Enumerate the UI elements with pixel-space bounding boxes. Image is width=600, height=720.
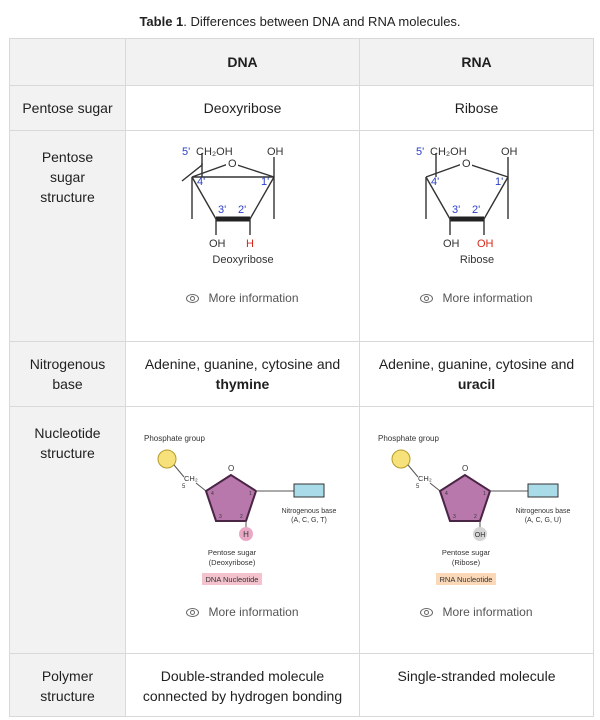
rna-sugar-type: (Ribose) — [452, 558, 481, 567]
dna-ring-oxygen: O — [228, 158, 237, 170]
header-empty-cell — [9, 38, 126, 86]
dna-c3-label: 3' — [218, 204, 226, 216]
dna-nucleotide-tag: DNA Nucleotide — [206, 575, 259, 584]
caption-text: . Differences between DNA and RNA molecu… — [183, 14, 461, 29]
dna-sugar-label: Pentose sugar — [208, 548, 257, 557]
dna-five-label: 5 — [182, 484, 186, 490]
dna-base-letters: (A, C, G, T) — [291, 517, 327, 524]
rna-five-label: 5 — [416, 484, 420, 490]
dna-c2-label: 2' — [238, 204, 246, 216]
rna-c1-label: 1' — [495, 176, 503, 188]
dna-n-c1: 1 — [249, 491, 252, 497]
row-label-sugar-structure: Pentose sugar structure — [40, 149, 95, 205]
rna-n-c3: 3 — [453, 514, 456, 520]
rna-ch2oh-label: CH₂OH — [430, 146, 467, 158]
rna-nucleotide-tag: RNA Nucleotide — [440, 575, 493, 584]
caption-label: Table 1 — [139, 14, 184, 29]
more-info-label: More information — [442, 605, 533, 619]
dna-c5-label: 5' — [182, 146, 190, 158]
rna-nucleotide-more-info[interactable]: More information — [360, 605, 593, 619]
dna-bases: Adenine, guanine, cytosine and thymine — [126, 354, 359, 394]
dna-n-c4: 4 — [211, 491, 214, 497]
rna-phosphate-label: Phosphate group — [378, 434, 439, 443]
table-caption: Table 1. Differences between DNA and RNA… — [0, 14, 600, 29]
rna-bases: Adenine, guanine, cytosine and uracil — [360, 354, 593, 394]
rna-n-c1: 1 — [483, 491, 486, 497]
rna-ch2-label: CH₂ — [418, 474, 432, 483]
header-rna: RNA — [359, 38, 594, 86]
rna-polymer-structure: Single-stranded molecule — [397, 668, 556, 684]
dna-pentose-sugar: Deoxyribose — [203, 100, 282, 116]
rna-bases-text: Adenine, guanine, cytosine and — [378, 356, 575, 372]
rna-nucleotide-diagram: Phosphate group CH₂ 5 O 4 1 3 2 Nitrogen… — [378, 434, 571, 585]
rna-sugar-label: Pentose sugar — [442, 548, 491, 557]
row-nucleotide-structure: Nucleotide structure Phosphate group CH₂… — [9, 406, 594, 654]
dna-nucleotide-diagram: Phosphate group CH₂ 5 O 4 1 3 2 Nitrogen… — [144, 434, 337, 585]
row-label-polymer-structure: Polymer structure — [40, 668, 95, 704]
rna-unique-base: uracil — [457, 376, 496, 392]
rna-ring-oxygen: O — [462, 158, 471, 170]
eye-icon — [186, 294, 200, 304]
rna-c3-label: 3' — [452, 204, 460, 216]
rna-n-c2: 2 — [474, 514, 477, 520]
dna-top-oh: OH — [267, 146, 284, 158]
rna-base-label: Nitrogenous base — [516, 508, 571, 515]
dna-bases-text: Adenine, guanine, cytosine and — [144, 356, 341, 372]
dna-ch2-label: CH₂ — [184, 474, 198, 483]
rna-bottom-oh: OH — [443, 238, 460, 250]
dna-sugar-name: Deoxyribose — [212, 254, 273, 266]
dna-ring-o: O — [228, 464, 234, 473]
dna-sugar-more-info[interactable]: More information — [126, 291, 359, 305]
eye-icon — [186, 608, 200, 618]
rna-c5-label: 5' — [416, 146, 424, 158]
rna-c2-label: 2' — [472, 204, 480, 216]
dna-nucleotide-more-info[interactable]: More information — [126, 605, 359, 619]
row-pentose-sugar: Pentose sugar Deoxyribose Ribose — [9, 85, 594, 131]
rna-c2-group: OH — [477, 238, 494, 250]
dna-c2-group: H — [246, 238, 254, 250]
rna-base-letters: (A, C, G, U) — [525, 517, 562, 524]
row-nitrogenous-base: Nitrogenous base Adenine, guanine, cytos… — [9, 341, 594, 407]
header-dna: DNA — [125, 38, 360, 86]
row-label-nucleotide-structure: Nucleotide structure — [34, 425, 101, 461]
dna-ch2oh-label: CH₂OH — [196, 146, 233, 158]
dna-sugar-type: (Deoxyribose) — [209, 558, 256, 567]
row-label-pentose-sugar: Pentose sugar — [22, 100, 113, 116]
dna-n-c2: 2 — [240, 514, 243, 520]
more-info-label: More information — [442, 291, 533, 305]
row-label-nitrogenous-base: Nitrogenous base — [29, 356, 106, 392]
row-sugar-structure: Pentose sugar structure 5' — [9, 130, 594, 342]
rna-ring-o: O — [462, 464, 468, 473]
rna-n-c2-group: OH — [475, 532, 486, 539]
dna-c4-label: 4' — [197, 176, 205, 188]
rna-c4-label: 4' — [431, 176, 439, 188]
header-row: DNA RNA — [9, 38, 594, 86]
rna-sugar-name: Ribose — [460, 254, 494, 266]
rna-top-oh: OH — [501, 146, 518, 158]
ribose-diagram: 5' CH₂OH O OH 4' 1' 3' 2' OH OH Ribose — [416, 146, 518, 266]
dna-base-label: Nitrogenous base — [282, 508, 337, 515]
rna-pentose-sugar: Ribose — [454, 100, 499, 116]
dna-unique-base: thymine — [215, 376, 270, 392]
dna-n-c2-group: H — [243, 530, 249, 539]
dna-c1-label: 1' — [261, 176, 269, 188]
dna-phosphate-label: Phosphate group — [144, 434, 205, 443]
rna-n-c4: 4 — [445, 491, 448, 497]
eye-icon — [420, 608, 434, 618]
row-polymer-structure: Polymer structure Double-stranded molecu… — [9, 653, 594, 717]
more-info-label: More information — [208, 605, 299, 619]
dna-bottom-oh: OH — [209, 238, 226, 250]
deoxyribose-diagram: 5' CH₂OH O OH 4' 1' 3' 2' OH H Deoxyribo… — [181, 146, 284, 266]
dna-polymer-structure: Double-stranded molecule connected by hy… — [142, 668, 343, 704]
rna-sugar-more-info[interactable]: More information — [360, 291, 593, 305]
more-info-label: More information — [208, 291, 299, 305]
dna-n-c3: 3 — [219, 514, 222, 520]
eye-icon — [420, 294, 434, 304]
comparison-table: DNA RNA Pentose sugar Deoxyribose Ribose… — [9, 38, 594, 717]
